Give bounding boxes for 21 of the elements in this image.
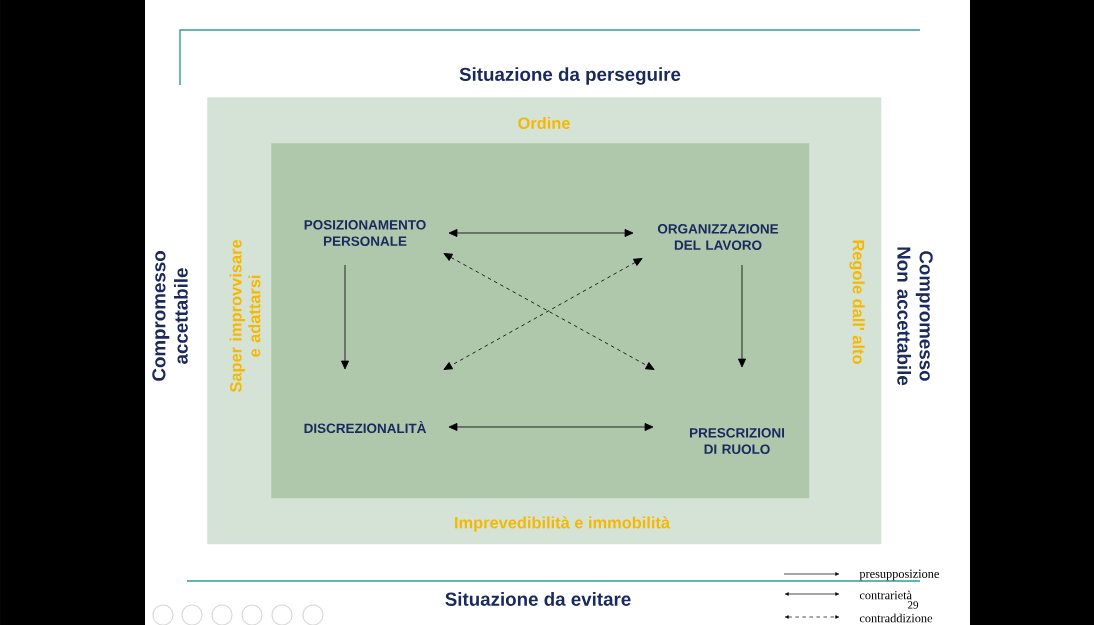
band-label: Imprevedibilità e immobilità (455, 516, 671, 532)
arrow (448, 423, 654, 431)
concept-label: ORGANIZZAZIONE DEL LAVORO (657, 224, 779, 250)
page-number: 29 (907, 601, 919, 609)
heading: Situazione da perseguire (459, 67, 681, 85)
concept-label: DISCREZIONALITÀ (304, 420, 427, 434)
concept-label: POSIZIONAMENTO PERSONALE (304, 220, 426, 246)
arrow (341, 264, 349, 370)
footer-heading: Situazione da evitare (445, 592, 631, 606)
inner-box (271, 143, 810, 499)
arrow (738, 264, 746, 368)
arrow (448, 229, 634, 237)
band-label: Saper improvvisare e adattarsi (229, 240, 261, 393)
side-label: Compromesso Non accettabile (897, 247, 933, 386)
band-label: Ordine (518, 116, 570, 129)
legend-label: contrarietà (859, 590, 912, 600)
legend-label: presupposizione (859, 569, 939, 581)
band-label: Regole dall' alto (849, 240, 865, 364)
concept-label: PRESCRIZIONI DI RUOLO (690, 428, 784, 454)
legend-label: contraddizione (859, 613, 933, 623)
side-label: Compromesso accettabile (152, 251, 188, 381)
